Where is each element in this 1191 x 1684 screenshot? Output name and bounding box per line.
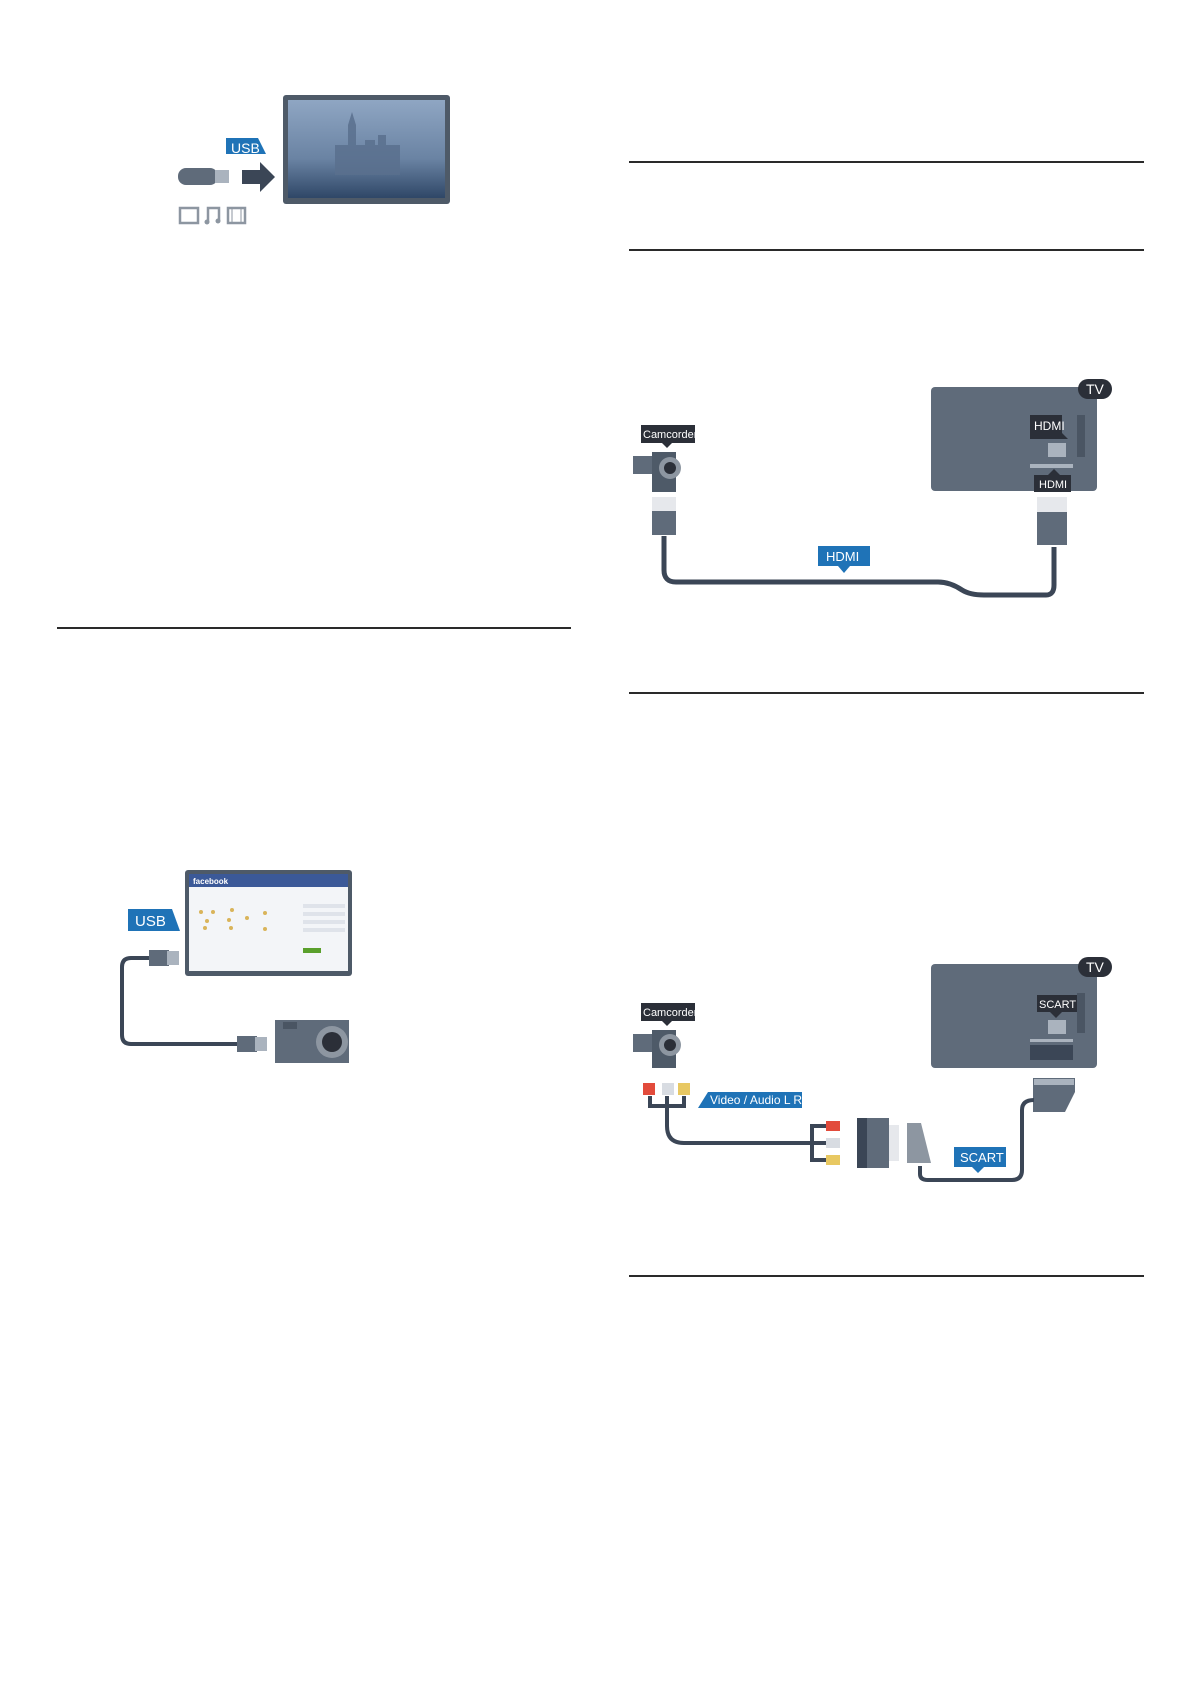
castle-image xyxy=(335,112,400,175)
usb-label: USB xyxy=(226,138,266,156)
svg-text:TV: TV xyxy=(1086,959,1105,975)
camcorder-scart-diagram: TV SCART Camcorder Video / Audio L R SCA… xyxy=(633,957,1112,1182)
tv-port-label: SCART xyxy=(1037,995,1077,1018)
section-divider xyxy=(629,692,1144,694)
usb-stick-icon xyxy=(178,168,229,185)
cable-label: HDMI xyxy=(818,546,870,573)
camcorder-icon xyxy=(633,1030,681,1068)
tv-label: TV xyxy=(1078,379,1112,399)
camera-usb-illustration: facebook USB xyxy=(120,870,352,1063)
svg-text:Video / Audio L R: Video / Audio L R xyxy=(710,1093,802,1107)
camera-icon xyxy=(275,1020,349,1063)
usb-media-illustration: USB xyxy=(178,95,450,225)
av-label: Video / Audio L R xyxy=(698,1092,802,1108)
svg-text:HDMI: HDMI xyxy=(826,549,859,564)
svg-text:USB: USB xyxy=(135,913,166,930)
av-cable xyxy=(648,1096,826,1162)
film-icon xyxy=(226,206,247,225)
camcorder-label: Camcorder xyxy=(641,1003,698,1026)
section-divider xyxy=(629,1275,1144,1277)
cable-label: SCART xyxy=(954,1147,1006,1173)
plug-label: HDMI xyxy=(1034,469,1071,492)
svg-text:Camcorder: Camcorder xyxy=(643,429,698,441)
usb-cable xyxy=(120,956,239,1046)
usb-label: USB xyxy=(128,909,180,931)
section-divider xyxy=(629,161,1144,163)
scart-cable xyxy=(918,1098,1035,1182)
camcorder-hdmi-diagram: TV HDMI HDMI Camcorder HDMI xyxy=(633,379,1112,598)
camcorder-icon xyxy=(633,452,681,492)
hdmi-cable xyxy=(661,536,1057,598)
svg-text:SCART: SCART xyxy=(1039,999,1076,1011)
camcorder-label: Camcorder xyxy=(641,425,698,448)
svg-text:TV: TV xyxy=(1086,381,1105,397)
scart-adapter xyxy=(826,1118,931,1168)
section-divider xyxy=(57,627,571,629)
svg-text:USB: USB xyxy=(231,140,260,156)
tv-label: TV xyxy=(1078,957,1112,977)
arrow-right-icon xyxy=(242,162,275,192)
music-note-icon xyxy=(204,206,221,225)
facebook-logo: facebook xyxy=(193,877,229,886)
photo-icon xyxy=(178,206,200,225)
tv-body xyxy=(931,387,1097,491)
section-divider xyxy=(629,249,1144,251)
svg-text:HDMI: HDMI xyxy=(1039,479,1067,491)
svg-text:HDMI: HDMI xyxy=(1034,419,1065,433)
svg-text:SCART: SCART xyxy=(960,1150,1004,1165)
tv-port-label: HDMI xyxy=(1030,415,1068,439)
svg-text:Camcorder: Camcorder xyxy=(643,1007,698,1019)
rca-plugs xyxy=(643,1083,690,1095)
